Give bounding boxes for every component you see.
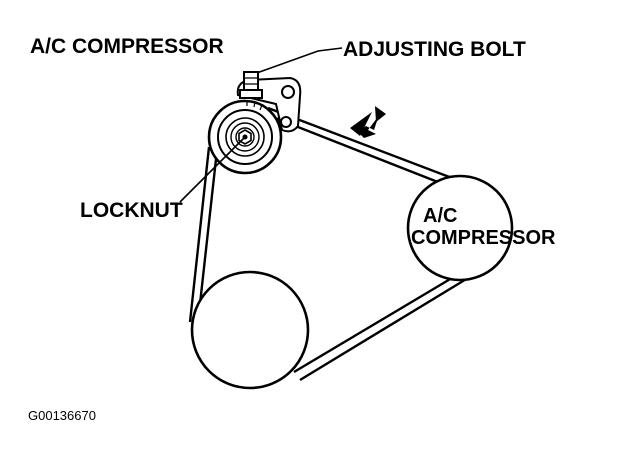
diagram-title: A/C COMPRESSOR <box>30 35 224 58</box>
crankshaft-pulley <box>190 270 310 390</box>
locknut-leader <box>179 137 245 203</box>
adjusting-bolt-label: ADJUSTING BOLT <box>343 38 526 61</box>
compressor-label-line1: A/C <box>423 205 457 227</box>
compressor-label-line2: COMPRESSOR <box>411 227 556 249</box>
locknut-label: LOCKNUT <box>80 199 183 222</box>
belt-direction-arrow <box>350 106 386 136</box>
adjusting-bolt-leader <box>253 47 343 75</box>
compressor-pulley <box>406 174 514 282</box>
belt-direction-arrow-body <box>358 110 383 138</box>
figure-id: G00136670 <box>28 408 96 423</box>
adjusting-bolt <box>239 71 263 99</box>
tensioner-marks <box>246 101 263 111</box>
